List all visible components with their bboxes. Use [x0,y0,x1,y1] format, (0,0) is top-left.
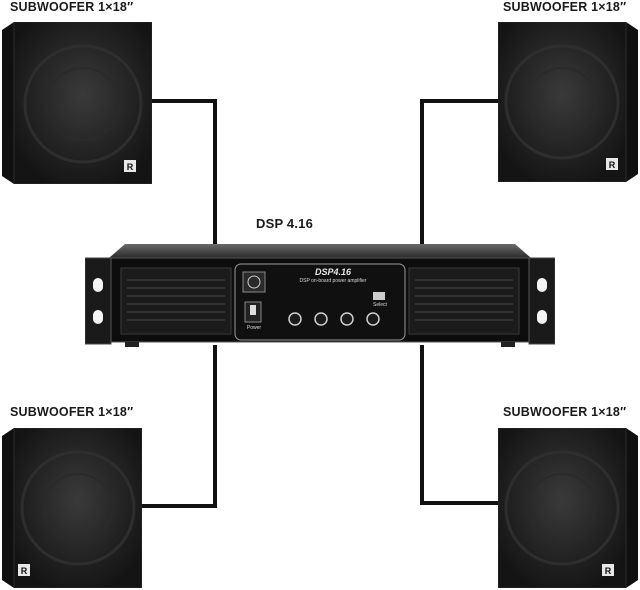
amplifier-select-label: Select [367,302,393,308]
badge-bottom-right: R [605,566,612,576]
amplifier-model-text: DSP4.16 [283,267,383,277]
badge-top-left: R [127,162,134,172]
amplifier-subtitle-text: DSP on-board power amplifier [269,278,397,284]
badge-bottom-left: R [21,566,28,576]
badge-top-right: R [609,160,616,170]
label-subwoofer-bottom-left: SUBWOOFER 1×18″ [10,405,133,419]
amplifier-dsp: DSP4.16 DSP on-board power amplifier Pow… [85,240,555,350]
subwoofer-top-right: R [498,22,638,182]
subwoofer-bottom-right: R [498,428,638,588]
label-subwoofer-top-right: SUBWOOFER 1×18″ [503,0,626,14]
subwoofer-top-left: R [2,22,152,184]
label-amplifier: DSP 4.16 [256,216,313,231]
amplifier-power-label: Power [241,325,267,331]
label-subwoofer-top-left: SUBWOOFER 1×18″ [10,0,133,14]
label-subwoofer-bottom-right: SUBWOOFER 1×18″ [503,405,626,419]
subwoofer-bottom-left: R [2,428,142,588]
